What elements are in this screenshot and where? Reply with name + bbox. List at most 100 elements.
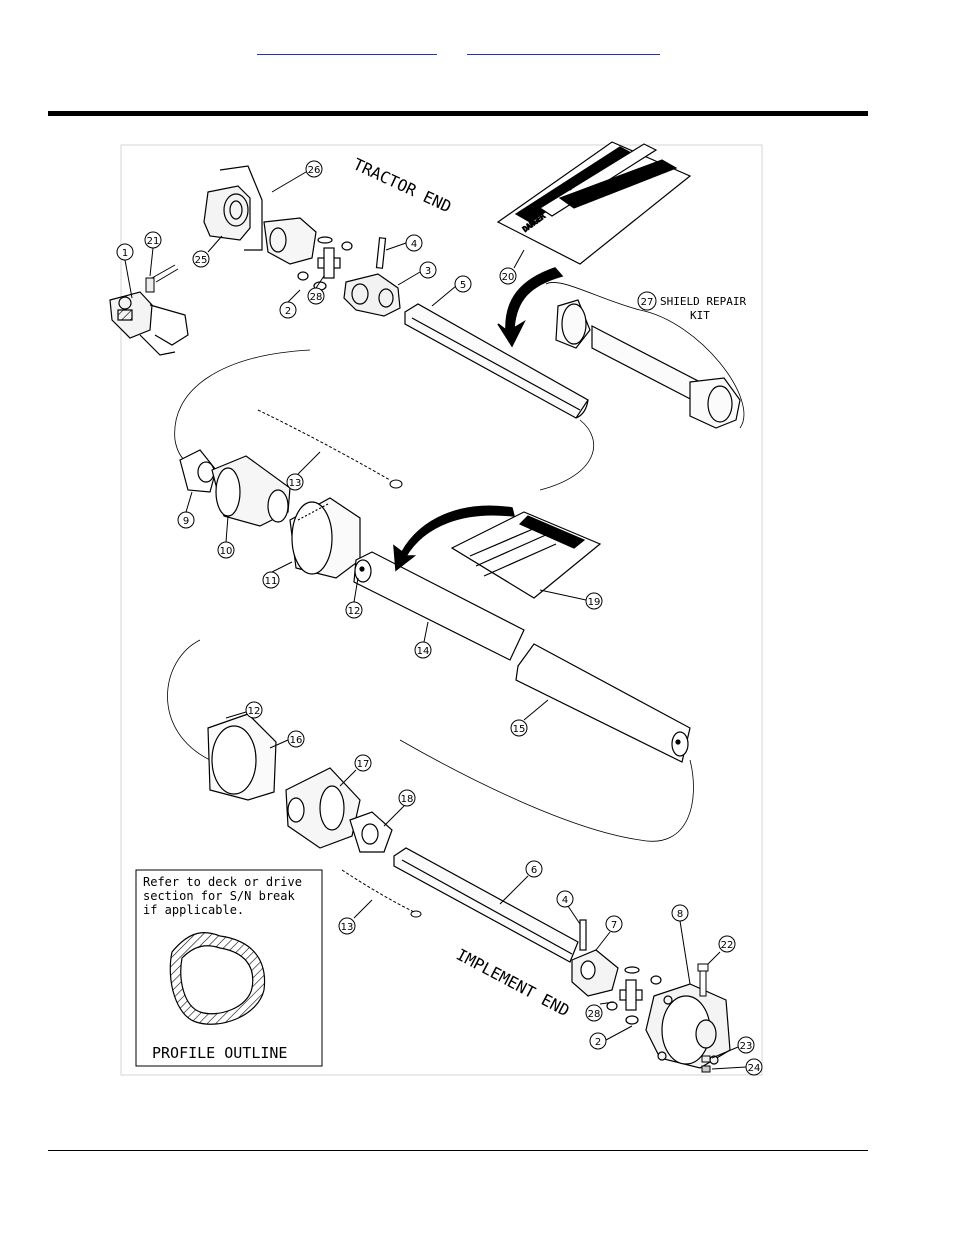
- callout-13-upper: 13: [286, 451, 321, 491]
- header-link-left[interactable]: [257, 38, 437, 55]
- part-chain-13-lower: [341, 869, 422, 918]
- svg-text:7: 7: [611, 920, 617, 931]
- label-shield-repair-kit-line1: SHIELD REPAIR: [660, 295, 746, 308]
- callout-10: 10: [217, 515, 235, 559]
- part-yoke-3: [343, 273, 401, 317]
- callout-12-lower: 12: [225, 701, 263, 719]
- callout-28-implement: 28: [585, 1001, 615, 1022]
- callout-2-implement: 2: [589, 1025, 633, 1050]
- svg-text:4: 4: [411, 239, 417, 250]
- callout-9: 9: [177, 491, 195, 529]
- svg-text:23: 23: [740, 1041, 753, 1052]
- svg-text:21: 21: [147, 236, 160, 247]
- callout-5: 5: [431, 275, 472, 307]
- callout-22: 22: [707, 935, 736, 965]
- callout-3: 3: [397, 261, 437, 286]
- callout-16: 16: [269, 730, 305, 749]
- assembly-outline-lower: [167, 639, 694, 842]
- note-line-3: if applicable.: [143, 903, 244, 917]
- svg-text:15: 15: [513, 724, 526, 735]
- callout-25: 25: [192, 235, 223, 268]
- svg-text:18: 18: [401, 794, 414, 805]
- arrow-decal-20: [497, 267, 564, 348]
- callout-23: 23: [711, 1036, 755, 1059]
- callout-8: 8: [671, 904, 691, 985]
- part-outer-tube-15: [515, 643, 691, 763]
- svg-text:24: 24: [748, 1063, 761, 1074]
- svg-text:28: 28: [310, 292, 323, 303]
- part-cross-bearing-implement: [606, 966, 662, 1025]
- part-inner-tube-6: [393, 847, 579, 963]
- callout-11: 11: [262, 561, 293, 589]
- svg-text:20: 20: [502, 272, 515, 283]
- part-nut-23: [701, 1055, 711, 1063]
- svg-text:14: 14: [417, 646, 430, 657]
- part-washer-24: [701, 1065, 711, 1073]
- part-chain-13-upper: [257, 409, 403, 489]
- part-cone-17: [285, 767, 361, 849]
- part-inner-yoke-tractor: [263, 217, 317, 265]
- callout-27: 27: [637, 291, 657, 311]
- svg-text:13: 13: [289, 478, 302, 489]
- callout-24: 24: [711, 1058, 763, 1076]
- bottom-rule: [48, 1150, 868, 1151]
- svg-text:1: 1: [122, 248, 128, 259]
- part-bearing-ring-18: [349, 811, 393, 853]
- callout-2: 2: [279, 289, 301, 319]
- svg-text:17: 17: [357, 759, 370, 770]
- note-line-1: Refer to deck or drive: [143, 875, 302, 889]
- part-bolt-21: [145, 264, 179, 293]
- label-shield-repair-kit-line2: KIT: [690, 309, 710, 322]
- part-decal-20: DANGER DANGER: [496, 141, 692, 265]
- svg-text:4: 4: [562, 895, 568, 906]
- svg-text:10: 10: [220, 546, 233, 557]
- svg-text:28: 28: [588, 1009, 601, 1020]
- callout-4-implement: 4: [556, 890, 581, 925]
- part-cross-bearing-tractor: [297, 236, 353, 291]
- callout-1: 1: [116, 243, 134, 299]
- implement-end-label: IMPLEMENT END: [453, 945, 572, 1021]
- svg-text:25: 25: [195, 255, 208, 266]
- part-cone-11: [289, 497, 361, 579]
- part-clutch-25: [203, 165, 263, 251]
- svg-text:22: 22: [721, 940, 734, 951]
- part-cone-16: [207, 713, 277, 801]
- callout-15: 15: [510, 699, 549, 737]
- svg-text:9: 9: [183, 516, 189, 527]
- callout-18: 18: [383, 789, 416, 827]
- arrow-decal-19: [393, 505, 515, 572]
- svg-text:27: 27: [641, 297, 654, 308]
- note-line-2: section for S/N break: [143, 889, 295, 903]
- svg-text:12: 12: [348, 606, 361, 617]
- part-pin-4: [375, 237, 387, 269]
- callout-17: 17: [339, 754, 372, 787]
- svg-text:5: 5: [460, 280, 466, 291]
- svg-text:13: 13: [341, 922, 354, 933]
- svg-text:8: 8: [677, 909, 683, 920]
- header-link-right[interactable]: [467, 38, 660, 55]
- svg-text:26: 26: [308, 165, 321, 176]
- part-inner-tube-5: [404, 303, 589, 419]
- callout-20: 20: [499, 249, 525, 285]
- callout-4-tractor: 4: [385, 234, 423, 252]
- part-bolt-22: [697, 963, 709, 997]
- part-hub-8: [645, 983, 731, 1069]
- profile-outline-label: PROFILE OUTLINE: [152, 1044, 287, 1062]
- part-bearing-ring-9: [179, 449, 217, 493]
- part-decal-19: [450, 511, 602, 599]
- drawing-frame: [120, 144, 763, 1076]
- callout-21: 21: [144, 231, 162, 277]
- svg-text:16: 16: [290, 735, 303, 746]
- callout-28-tractor: 28: [307, 275, 325, 305]
- part-cone-10: [211, 455, 291, 527]
- svg-text:2: 2: [285, 306, 291, 317]
- svg-text:11: 11: [265, 576, 278, 587]
- callout-14: 14: [414, 621, 432, 659]
- profile-note-box: [135, 869, 323, 1067]
- svg-text:6: 6: [531, 865, 537, 876]
- svg-text:12: 12: [248, 706, 261, 717]
- svg-text:2: 2: [595, 1037, 601, 1048]
- top-rule: [48, 111, 868, 116]
- callout-12-upper: 12: [345, 577, 363, 619]
